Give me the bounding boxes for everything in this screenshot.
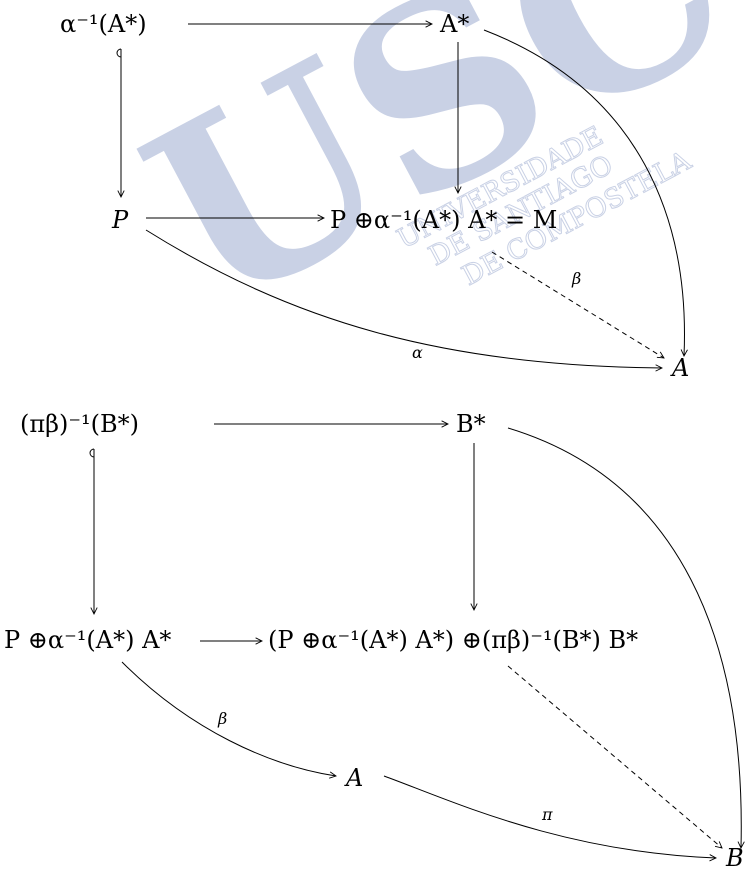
node-p: P [111, 206, 129, 234]
node-pibeta-inverse-b-star: (πβ)⁻¹(B*) [20, 410, 139, 438]
node-pushout: P ⊕α⁻¹(A*) A* [4, 626, 171, 654]
arrow-left-vertical-inclusion [117, 48, 121, 197]
label-pi: π [541, 805, 553, 824]
arrow-dashed-to-b [507, 665, 722, 848]
university-watermark: USC UNIVERSIDADE DE SANTIAGO DE COMPOSTE… [104, 0, 746, 366]
diagram-1: α⁻¹(A*) A* P P ⊕α⁻¹(A*) A* = M A β α [60, 10, 689, 382]
label-beta-1: β [571, 269, 581, 288]
node-b: B [725, 844, 744, 872]
node-alpha-inverse-a-star: α⁻¹(A*) [60, 10, 147, 38]
diagram-2: (πβ)⁻¹(B*) B* P ⊕α⁻¹(A*) A* (P ⊕α⁻¹(A*) … [4, 410, 744, 872]
arrow-curved-alpha [145, 229, 662, 368]
arrow-dashed-beta [491, 251, 664, 358]
node-pushout-m: P ⊕α⁻¹(A*) A* = M [330, 206, 557, 234]
arrow-left-vertical-inclusion-2 [90, 448, 94, 614]
arrow-curved-beta-2 [121, 661, 336, 776]
node-big-pushout: (P ⊕α⁻¹(A*) A*) ⊕(πβ)⁻¹(B*) B* [268, 626, 638, 654]
node-a-2: A [344, 764, 363, 792]
arrow-curved-pi [383, 775, 716, 858]
node-b-star: B* [456, 410, 486, 438]
label-alpha-1: α [412, 343, 423, 362]
node-a: A [670, 354, 689, 382]
node-a-star: A* [439, 10, 469, 38]
arrow-curved-b-star-to-b [507, 427, 741, 848]
arrow-curved-a-star-to-a [483, 29, 684, 356]
label-beta-2: β [217, 709, 227, 728]
